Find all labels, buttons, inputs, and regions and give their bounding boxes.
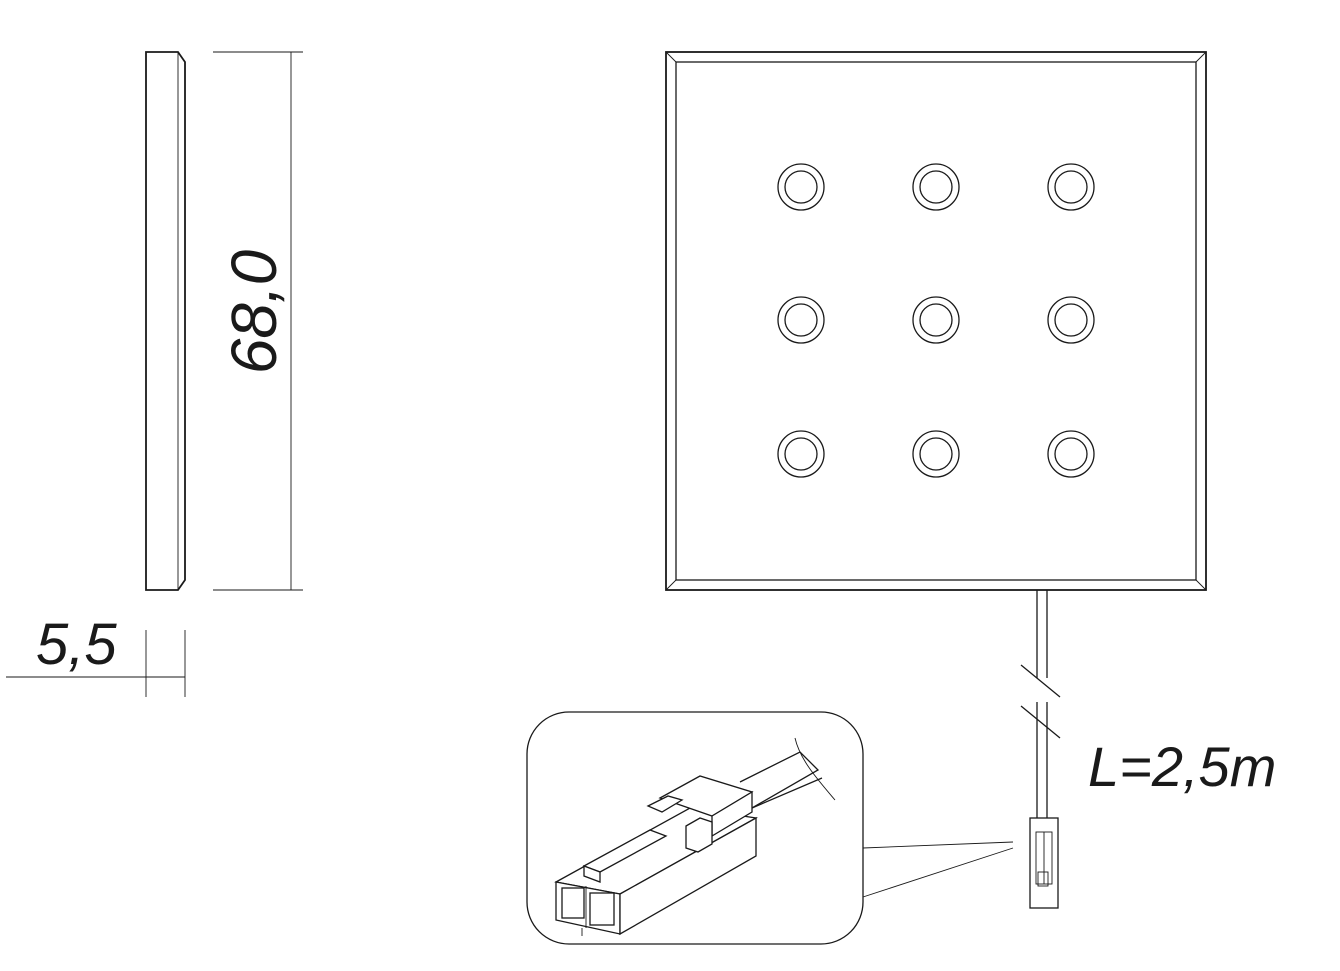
led-1-1 <box>777 163 825 211</box>
led-grid <box>777 163 1095 478</box>
connector-detail-callout <box>526 711 864 945</box>
led-1-3 <box>1047 163 1095 211</box>
led-2-3 <box>1047 296 1095 344</box>
side-view-profile <box>145 51 186 591</box>
led-3-3 <box>1047 430 1095 478</box>
led-1-2 <box>912 163 960 211</box>
cable-connector <box>1029 817 1059 909</box>
led-2-1 <box>777 296 825 344</box>
cable <box>1020 590 1061 818</box>
led-3-1 <box>777 430 825 478</box>
height-dimension: 68,0 <box>213 51 303 591</box>
thickness-label: 5,5 <box>36 612 117 677</box>
callout-leader <box>862 841 1014 898</box>
front-view-panel <box>665 51 1207 591</box>
cable-length-label: L=2,5m <box>1088 735 1276 798</box>
height-label: 68,0 <box>218 249 290 374</box>
thickness-dimension: 5,5 <box>6 612 186 697</box>
led-3-2 <box>912 430 960 478</box>
led-2-2 <box>912 296 960 344</box>
